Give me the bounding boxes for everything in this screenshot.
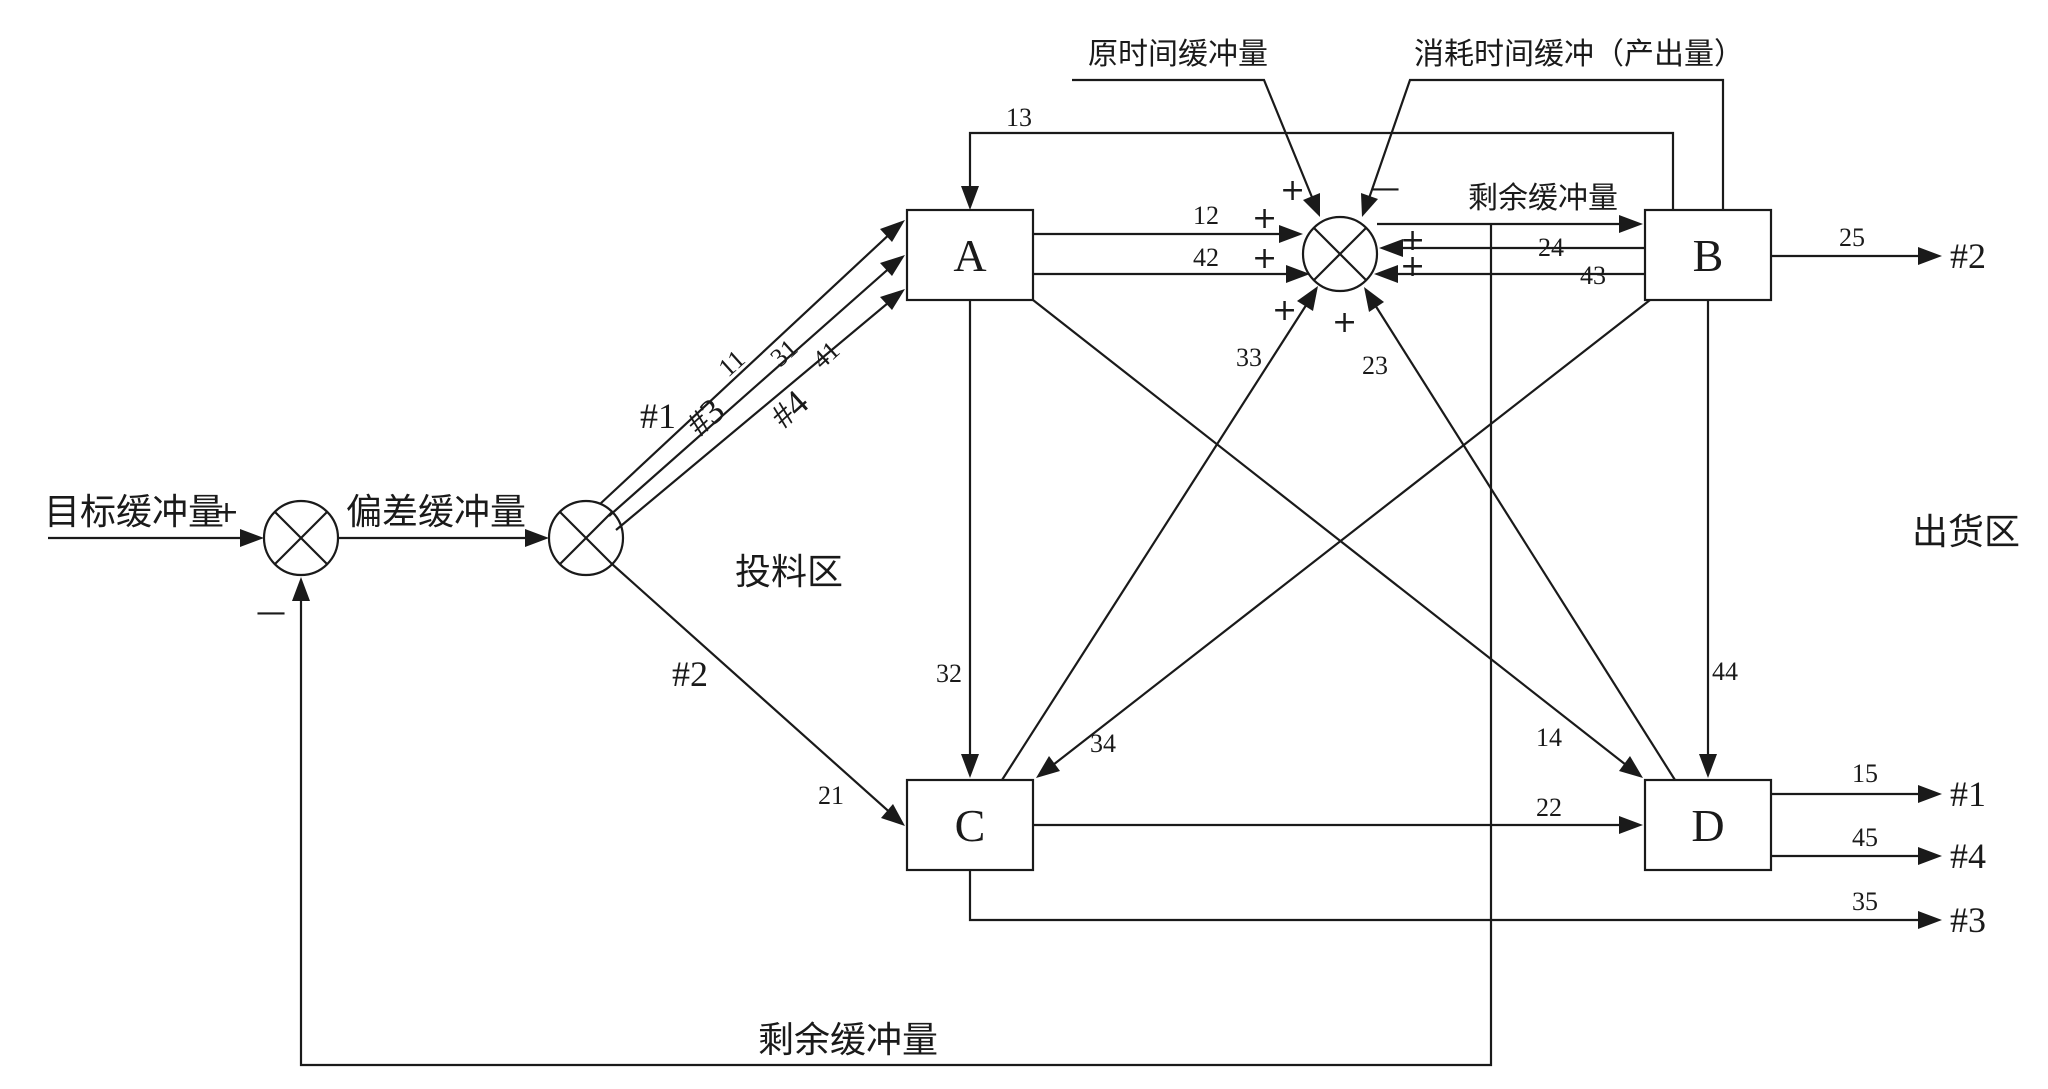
- node-C-label: C: [955, 800, 986, 851]
- edge-label-15: 15: [1852, 759, 1878, 788]
- sign-junction-plus-42: +: [1252, 241, 1277, 276]
- input-label-h4: #4: [763, 382, 817, 436]
- edge-43: [1374, 265, 1645, 283]
- input-label-h1: #1: [640, 396, 676, 436]
- edge-22: [1033, 816, 1643, 834]
- edge-remaining-to-B: [1377, 215, 1643, 233]
- edge-15: [1771, 785, 1942, 803]
- sign-feedback-minus: —: [256, 595, 286, 630]
- output-label-o3: #3: [1950, 900, 1986, 940]
- label-shipping-zone: 出货区: [1912, 512, 2020, 553]
- edge-label-34: 34: [1090, 729, 1116, 758]
- sign-junction-plus-1: +: [1280, 173, 1305, 208]
- sign-junction-plus-23: +: [1332, 305, 1357, 340]
- edge-feed-31: [608, 255, 905, 517]
- output-label-o4: #4: [1950, 836, 1986, 876]
- edge-35: [968, 870, 1942, 929]
- node-C: C: [905, 778, 1035, 872]
- edge-label-12: 12: [1193, 201, 1219, 230]
- edge-45: [1771, 847, 1942, 865]
- edge-label-42: 42: [1193, 243, 1219, 272]
- edge-label-13: 13: [1006, 103, 1032, 132]
- sign-junction-plus-33: +: [1272, 293, 1297, 328]
- summing-junction-left: [262, 499, 340, 577]
- edge-label-35: 35: [1852, 887, 1878, 916]
- node-D-label: D: [1691, 800, 1724, 851]
- output-label-o1: #1: [1950, 774, 1986, 814]
- edge-label-25: 25: [1839, 223, 1865, 252]
- sign-junction-minus: —: [1370, 171, 1400, 206]
- edge-33: [1001, 286, 1318, 781]
- edge-label-22: 22: [1536, 793, 1562, 822]
- input-label-h3: #3: [679, 390, 733, 444]
- output-label-o2: #2: [1950, 236, 1986, 276]
- distribution-junction: [547, 499, 625, 577]
- edge-label-32: 32: [936, 659, 962, 688]
- edge-24: [1379, 239, 1645, 257]
- edge-32: [961, 300, 979, 778]
- edge-label-45: 45: [1852, 823, 1878, 852]
- label-remaining-buffer-bottom: 剩余缓冲量: [758, 1020, 938, 1061]
- edge-34: [1036, 299, 1651, 778]
- node-A-label: A: [953, 230, 986, 281]
- edge-label-14: 14: [1536, 723, 1562, 752]
- label-original-time-buffer: 原时间缓冲量: [1088, 37, 1268, 72]
- summing-junction-top: [1301, 215, 1379, 293]
- sign-junction-plus-43: +: [1400, 249, 1425, 284]
- edge-consumed-time-buffer: [1361, 78, 1725, 217]
- edge-label-31: 31: [765, 334, 804, 373]
- edge-44: [1699, 300, 1717, 778]
- edge-label-44: 44: [1712, 657, 1738, 686]
- label-remaining-buffer-top: 剩余缓冲量: [1468, 181, 1618, 216]
- edge-label-23: 23: [1362, 351, 1388, 380]
- edge-target-input: [48, 529, 264, 547]
- edge-feed-41: [615, 289, 905, 531]
- edge-deviation: [338, 529, 549, 547]
- label-consumed-time-buffer: 消耗时间缓冲（产出量）: [1414, 37, 1744, 72]
- edge-23: [1364, 287, 1676, 781]
- edge-label-24: 24: [1538, 233, 1564, 262]
- input-label-h2: #2: [672, 654, 708, 694]
- edge-original-time-buffer: [1072, 78, 1320, 217]
- sign-junction-plus-24: +: [1400, 223, 1425, 258]
- edge-12: [1033, 225, 1303, 243]
- edge-label-33: 33: [1236, 343, 1262, 372]
- edge-feedback-loop: [292, 224, 1493, 1067]
- node-D: D: [1643, 778, 1773, 872]
- node-B: B: [1643, 208, 1773, 302]
- node-B-label: B: [1693, 230, 1724, 281]
- edge-label-43: 43: [1580, 261, 1606, 290]
- label-feeding-zone: 投料区: [735, 552, 843, 593]
- edge-feed-21: [611, 563, 905, 826]
- edge-feed-11: [599, 220, 905, 505]
- label-deviation-buffer: 偏差缓冲量: [346, 492, 526, 533]
- edge-label-41: 41: [807, 336, 846, 375]
- edge-label-11: 11: [713, 344, 751, 382]
- edge-25: [1771, 247, 1942, 265]
- edge-13: [961, 131, 1675, 210]
- sign-junction-plus-12: +: [1252, 201, 1277, 236]
- sign-target-plus: +: [214, 495, 239, 530]
- node-A: A: [905, 208, 1035, 302]
- edge-14: [1032, 299, 1643, 778]
- edge-label-21: 21: [818, 781, 844, 810]
- label-target-buffer: 目标缓冲量: [44, 492, 224, 533]
- edge-42: [1033, 265, 1310, 283]
